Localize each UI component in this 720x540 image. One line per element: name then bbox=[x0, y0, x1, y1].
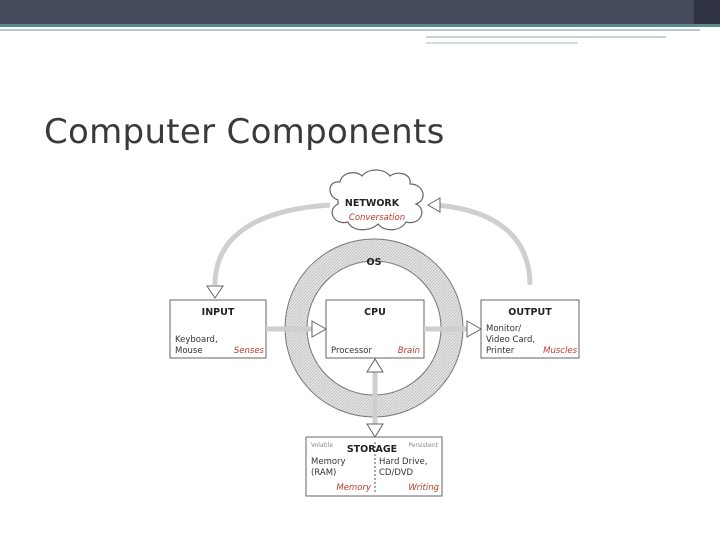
output-line3: Printer bbox=[486, 346, 515, 356]
storage-persistent: Persistent bbox=[408, 442, 438, 449]
arrow-up-to-cpu bbox=[366, 358, 384, 373]
storage-box bbox=[305, 436, 443, 497]
network-cloud bbox=[329, 169, 424, 231]
input-box bbox=[169, 299, 267, 359]
accent-stripe-short bbox=[426, 42, 578, 44]
storage-right-line2: CD/DVD bbox=[379, 468, 414, 478]
accent-stripe-thin bbox=[426, 36, 666, 38]
output-box bbox=[480, 299, 580, 359]
cpu-role: Brain bbox=[398, 346, 420, 356]
input-line2: Mouse bbox=[175, 346, 203, 356]
cpu-label: CPU bbox=[364, 307, 386, 318]
arrow-to-output bbox=[466, 320, 483, 338]
network-sublabel: Conversation bbox=[349, 213, 405, 223]
os-label: OS bbox=[367, 257, 382, 268]
page-title: Computer Components bbox=[44, 112, 445, 152]
storage-left-line2: (RAM) bbox=[311, 468, 336, 478]
storage-left-role: Memory bbox=[336, 483, 372, 493]
network-label: NETWORK bbox=[345, 198, 400, 209]
arrow-down-to-storage bbox=[366, 423, 384, 438]
cpu-box bbox=[325, 299, 425, 359]
output-line1: Monitor/ bbox=[486, 324, 521, 334]
input-line1: Keyboard, bbox=[175, 335, 218, 345]
output-line2: Video Card, bbox=[486, 335, 535, 345]
storage-right-line1: Hard Drive, bbox=[379, 457, 427, 467]
network-output-arc bbox=[434, 202, 533, 286]
accent-stripe-light bbox=[0, 29, 700, 31]
storage-left-line1: Memory bbox=[311, 457, 346, 467]
network-input-arc bbox=[212, 202, 331, 286]
arrow-to-input bbox=[206, 285, 224, 299]
storage-right-role: Writing bbox=[408, 483, 439, 493]
input-role: Senses bbox=[234, 346, 265, 356]
output-label: OUTPUT bbox=[508, 307, 552, 318]
output-role: Muscles bbox=[543, 346, 577, 356]
arrow-from-output bbox=[427, 197, 441, 213]
top-banner-corner bbox=[694, 0, 720, 24]
arrow-to-cpu bbox=[311, 320, 328, 338]
input-label: INPUT bbox=[202, 307, 235, 318]
storage-label: STORAGE bbox=[347, 444, 397, 455]
cpu-line1: Processor bbox=[331, 346, 372, 356]
accent-stripe bbox=[0, 24, 720, 27]
storage-volatile: Volatile bbox=[311, 442, 333, 449]
top-banner bbox=[0, 0, 720, 24]
